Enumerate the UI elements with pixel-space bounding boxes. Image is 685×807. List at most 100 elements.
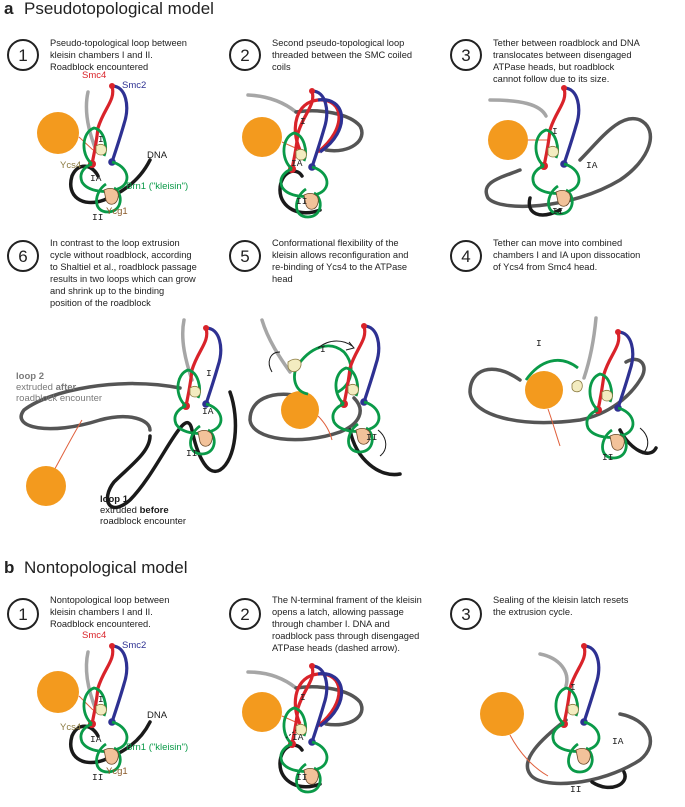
section-b-letter: b <box>4 558 14 577</box>
chamber-ii-label: II <box>366 432 377 443</box>
panel-caption: Pseudo-topological loop between kleisin … <box>50 38 190 72</box>
step-number: 1 <box>18 605 27 624</box>
step-number: 1 <box>18 46 27 65</box>
chamber-i-label: I <box>552 126 558 137</box>
section-a-title: Pseudotopological model <box>24 0 214 18</box>
dna-strand <box>294 685 364 727</box>
chamber-ia-label: IA <box>90 173 102 184</box>
panel-b2: 2 The N-terminal frament of the kleisin … <box>229 595 424 794</box>
chamber-i-label: I <box>206 368 212 379</box>
roadblock <box>37 112 79 154</box>
chamber-i-label: I <box>570 682 576 693</box>
dna-strand <box>84 650 98 712</box>
roadblock <box>37 671 79 713</box>
ycg1-label: Ycg1 <box>106 206 128 217</box>
dna-strand <box>590 770 627 790</box>
panel-caption: Nontopological loop between kleisin cham… <box>50 595 172 629</box>
chamber-i-label: I <box>98 134 104 145</box>
panel-caption: Tether can move into combined chambers I… <box>493 238 643 272</box>
chamber-i-label: I <box>300 116 306 127</box>
panel-b3: 3 Sealing of the kleisin latch resets th… <box>450 595 652 795</box>
ycs4-label: Ycs4 <box>60 160 81 171</box>
chamber-ii-label: II <box>186 448 197 459</box>
chamber-ia-label: IA <box>586 160 598 171</box>
panel-caption: Second pseudo-topological loop threaded … <box>272 38 415 72</box>
panel-a1: 1 Pseudo-topological loop between kleisi… <box>7 38 190 223</box>
chamber-ii-label: II <box>296 772 307 783</box>
chamber-ia-label: IA <box>202 406 214 417</box>
step-number: 4 <box>461 247 470 266</box>
panel-b1: 1 Nontopological loop between kleisin ch… <box>7 595 188 783</box>
roadblock <box>242 117 282 157</box>
chamber-ii-label: II <box>92 772 103 783</box>
dna-strand <box>246 93 298 114</box>
chamber-i-label: I <box>98 694 104 705</box>
dna-strand <box>84 90 98 152</box>
step-number: 2 <box>240 605 249 624</box>
chamber-i-label: I <box>320 344 326 355</box>
roadblock <box>281 391 319 429</box>
dna-strand <box>582 316 598 380</box>
panel-a5: 5 Conformational flexibility of the klei… <box>229 238 411 477</box>
chamber-ia-label: IA <box>612 736 624 747</box>
panel-caption: Sealing of the kleisin latch resets the … <box>493 595 631 617</box>
chamber-ii-label: II <box>92 212 103 223</box>
panel-caption: Tether between roadblock and DNA translo… <box>493 38 642 84</box>
dna-label: DNA <box>147 150 168 161</box>
step-number: 5 <box>240 247 249 266</box>
dna-label: DNA <box>147 710 168 721</box>
dna-strand <box>348 428 402 477</box>
loop2-label: loop 2 extruded after roadblock encounte… <box>16 371 102 404</box>
smc2-label: Smc2 <box>122 640 146 651</box>
brn1-label: Brn1 ("kleisin") <box>126 181 188 192</box>
roadblock <box>480 692 524 736</box>
tether <box>547 408 561 447</box>
roadblock <box>242 692 282 732</box>
dna-strand <box>19 381 182 432</box>
chamber-ia-label: IA <box>291 158 303 169</box>
smc4-label: Smc4 <box>82 630 106 641</box>
chamber-ii-label: II <box>552 206 563 217</box>
chamber-ia-label: IA <box>292 732 304 743</box>
panel-caption: Conformational flexibility of the kleisi… <box>272 238 411 284</box>
roadblock <box>488 120 528 160</box>
chamber-ii-label: II <box>570 784 581 795</box>
dna-strand <box>484 116 652 209</box>
panel-a6: 6 In contrast to the loop extrusion cycl… <box>7 238 238 527</box>
chamber-ii-label: II <box>296 196 307 207</box>
dna-strand <box>105 390 238 510</box>
panel-a3: 3 Tether between roadblock and DNA trans… <box>450 38 652 217</box>
dna-strand <box>69 720 152 765</box>
panel-a2: 2 Second pseudo-topological loop threade… <box>229 38 415 219</box>
section-b-title: Nontopological model <box>24 558 188 577</box>
panel-caption: The N-terminal frament of the kleisin op… <box>272 595 424 653</box>
dna-strand <box>525 712 652 786</box>
chamber-i-label: I <box>300 692 306 703</box>
dna-strand <box>248 392 362 442</box>
brn1-label: Brn1 ("kleisin") <box>126 742 188 753</box>
dna-strand <box>246 670 298 690</box>
dna-strand <box>488 98 548 118</box>
step-number: 2 <box>240 46 249 65</box>
panel-a4: 4 Tether can move into combined chambers… <box>450 238 658 463</box>
chamber-i-label: I <box>536 338 542 349</box>
chamber-ia-label: IA <box>90 734 102 745</box>
roadblock <box>26 466 66 506</box>
dna-strand <box>538 652 569 688</box>
panel-caption: In contrast to the loop extrusion cycle … <box>50 238 199 308</box>
step-number: 3 <box>461 605 470 624</box>
section-a-letter: a <box>4 0 14 18</box>
ycg1-label: Ycg1 <box>106 766 128 777</box>
smc2-label: Smc2 <box>122 80 146 91</box>
chamber-ii-label: II <box>602 452 613 463</box>
loop1-label: loop 1 extruded before roadblock encount… <box>100 494 186 527</box>
ycs4-label: Ycs4 <box>60 722 81 733</box>
dna-strand <box>468 357 646 425</box>
tether <box>78 136 94 151</box>
smc4-label: Smc4 <box>82 70 106 81</box>
tether <box>509 734 549 777</box>
step-number: 6 <box>18 247 27 266</box>
tether <box>78 695 94 711</box>
dna-strand <box>294 109 364 153</box>
